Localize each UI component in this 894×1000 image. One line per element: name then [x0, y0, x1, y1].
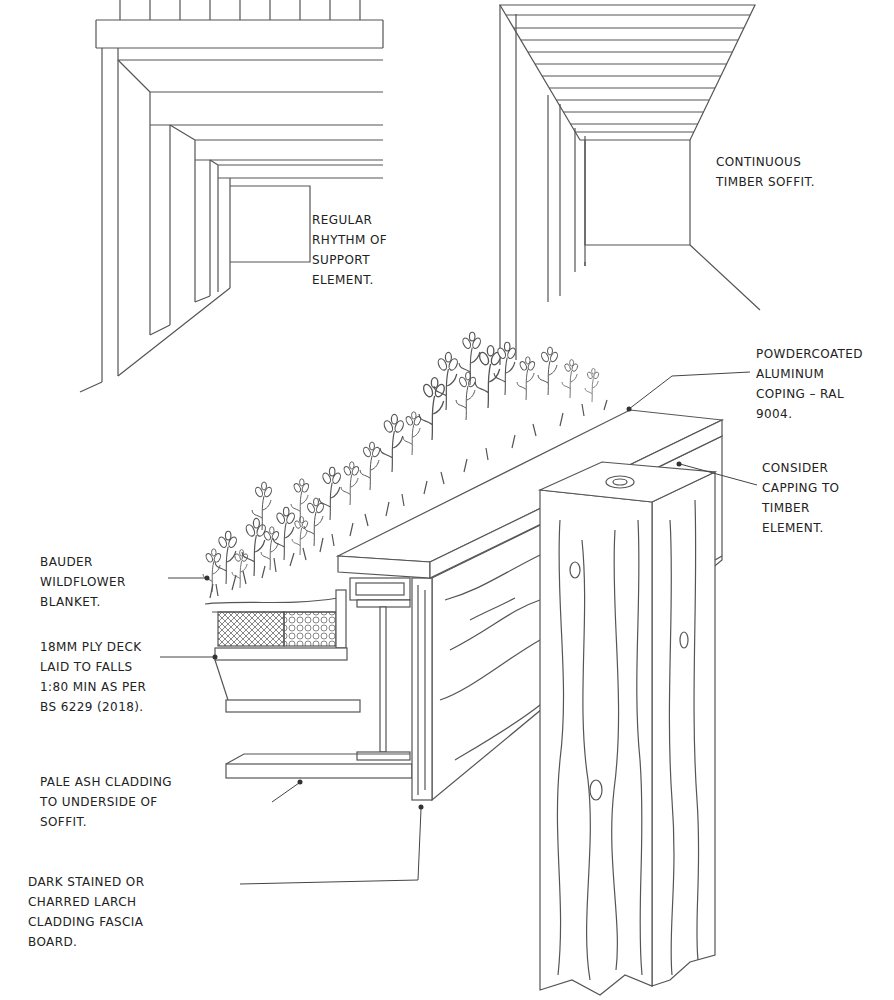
- annotation: CONTINUOUS TIMBER SOFFIT.: [716, 152, 838, 192]
- annotation: 18MM PLY DECK LAID TO FALLS 1:80 MIN AS …: [40, 637, 155, 717]
- annotation: REGULAR RHYTHM OF SUPPORT ELEMENT.: [312, 210, 407, 290]
- annotation: POWDERCOATED ALUMINUM COPING – RAL 9004.: [756, 344, 874, 424]
- planter-detail-sketch: [203, 332, 722, 995]
- annotation: DARK STAINED OR CHARRED LARCH CLADDING F…: [28, 872, 154, 952]
- frame-corridor-sketch: [80, 0, 383, 392]
- annotation: PALE ASH CLADDING TO UNDERSIDE OF SOFFIT…: [40, 772, 192, 832]
- leader-dots: [205, 407, 682, 810]
- leader-lines: [160, 372, 757, 884]
- annotation: BAUDER WILDFLOWER BLANKET.: [40, 552, 142, 612]
- annotation: CONSIDER CAPPING TO TIMBER ELEMENT.: [762, 458, 854, 538]
